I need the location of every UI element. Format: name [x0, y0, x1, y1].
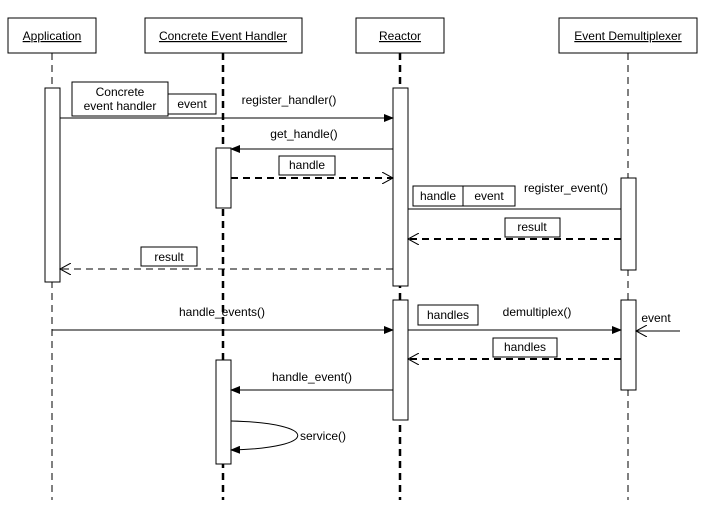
participant-concrete-event-handler-label: Concrete Event Handler — [159, 29, 287, 43]
param-event-label: event — [177, 97, 207, 111]
param-box-event-register: event — [462, 185, 516, 207]
param-handles-returned-label: handles — [504, 340, 546, 354]
activation-demux-2 — [620, 299, 637, 391]
participant-application-label: Application — [23, 29, 82, 43]
param-result-app-label: result — [154, 250, 184, 264]
param-box-result-app: result — [140, 246, 198, 267]
param-box-handle: handle — [278, 155, 336, 176]
participant-application: Application — [7, 17, 97, 54]
param-event-register-label: event — [474, 189, 504, 203]
external-event-label: event — [641, 311, 671, 325]
param-box-event: event — [167, 93, 217, 115]
activation-handler-2 — [215, 359, 232, 465]
message-register-event-label: register_event() — [524, 181, 608, 195]
message-handle-event-label: handle_event() — [272, 370, 352, 384]
message-get-handle-label: get_handle() — [270, 127, 337, 141]
participant-event-demultiplexer-label: Event Demultiplexer — [574, 29, 681, 43]
activation-demux-1 — [620, 177, 637, 271]
param-box-concrete-event-handler: Concrete event handler — [71, 81, 169, 117]
participant-reactor-label: Reactor — [379, 29, 421, 43]
param-box-result-demux: result — [504, 217, 561, 238]
message-service-self-call — [230, 420, 298, 454]
message-handle-events-label: handle_events() — [179, 305, 265, 319]
participant-event-demultiplexer: Event Demultiplexer — [558, 17, 698, 54]
message-service-label: service() — [300, 429, 346, 443]
param-handle-label: handle — [289, 158, 325, 172]
param-concrete-line2: event handler — [84, 99, 157, 113]
param-box-handles-returned: handles — [492, 337, 558, 358]
param-handle-register-label: handle — [420, 189, 456, 203]
param-box-handles-demux: handles — [417, 304, 479, 326]
message-demultiplex-label: demultiplex() — [503, 305, 572, 319]
activation-reactor-2 — [392, 299, 409, 421]
activation-application — [44, 87, 61, 283]
activation-handler-1 — [215, 147, 232, 209]
param-concrete-line1: Concrete — [96, 85, 145, 99]
participant-concrete-event-handler: Concrete Event Handler — [144, 17, 303, 54]
participant-reactor: Reactor — [355, 17, 445, 54]
param-result-demux-label: result — [517, 220, 547, 234]
param-box-handle-register: handle — [412, 185, 464, 207]
activation-reactor-1 — [392, 87, 409, 287]
message-register-handler-label: register_handler() — [242, 93, 337, 107]
param-handles-demux-label: handles — [427, 308, 469, 322]
